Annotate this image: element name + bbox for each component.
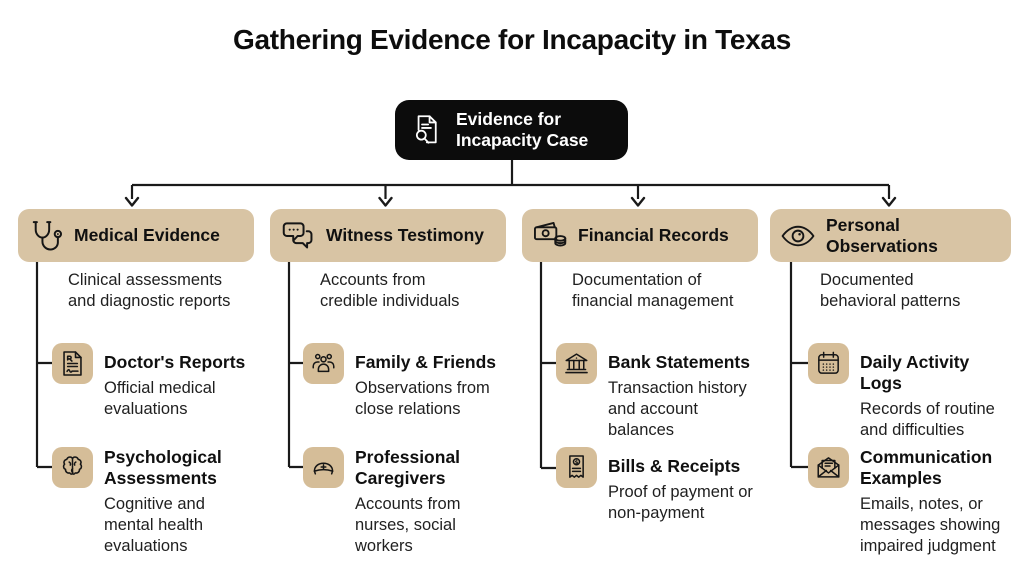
branch-personal-observations: Personal Observations Documented behavio…: [770, 209, 1011, 555]
chat-bubbles-icon: [279, 217, 317, 255]
cash-icon: [531, 217, 569, 255]
bank-icon: [556, 343, 597, 384]
node-description: Records of routine and difficulties: [860, 400, 995, 440]
branch-header-personal-observations: Personal Observations: [770, 209, 1011, 262]
open-envelope-icon: [808, 447, 849, 488]
branch-header-financial-records: Financial Records: [522, 209, 758, 262]
brain-icon: [52, 447, 93, 488]
node-description: Official medical evaluations: [104, 379, 216, 419]
document-search-icon: [411, 112, 444, 148]
nurse-cap-icon: [303, 447, 344, 488]
page-title: Gathering Evidence for Incapacity in Tex…: [233, 24, 791, 55]
node-description: Cognitive and mental health evaluations: [104, 495, 205, 556]
branch-medical-evidence: Medical Evidence Clinical assessments an…: [18, 209, 254, 555]
node-description: Accounts from nurses, social workers: [355, 495, 461, 556]
branch-description: Accounts from credible individuals: [320, 271, 460, 311]
node-daily-activity-logs: Daily Activity Logs Records of routine a…: [808, 343, 1011, 441]
eye-icon: [779, 217, 817, 255]
node-title: Psychological Assessments: [104, 447, 222, 488]
node-title: Communication Examples: [860, 447, 993, 488]
node-title: Professional Caregivers: [355, 447, 461, 488]
branch-financial-records: Financial Records Documentation of finan…: [522, 209, 758, 522]
people-group-icon: [303, 343, 344, 384]
root-node-evidence-for-incapacity-case: Evidence for Incapacity Case: [395, 100, 628, 160]
branch-title: Medical Evidence: [74, 225, 220, 246]
node-psychological-assessments: Psychological Assessments Cognitive and …: [52, 447, 222, 557]
node-description: Observations from close relations: [355, 379, 490, 419]
node-professional-caregivers: Professional Caregivers Accounts from nu…: [303, 447, 506, 557]
node-title: Daily Activity Logs: [860, 352, 970, 393]
branch-title: Personal Observations: [826, 215, 938, 256]
root-node-label: Evidence for Incapacity Case: [456, 108, 589, 150]
node-bills-receipts: $ Bills & Receipts Proof of payment or n…: [556, 447, 753, 524]
stethoscope-icon: [27, 217, 65, 255]
node-communication-examples: Communication Examples Emails, notes, or…: [808, 447, 1000, 557]
node-family-friends: Family & Friends Observations from close…: [303, 343, 496, 420]
branch-title: Witness Testimony: [326, 225, 485, 246]
node-description: Proof of payment or non-payment: [608, 483, 753, 523]
branch-witness-testimony: Witness Testimony Accounts from credible…: [270, 209, 506, 555]
node-description: Transaction history and account balances: [608, 379, 747, 440]
medical-report-icon: [52, 343, 93, 384]
node-description: Emails, notes, or messages showing impai…: [860, 495, 1001, 556]
branch-description: Clinical assessments and diagnostic repo…: [68, 271, 231, 311]
branch-header-witness-testimony: Witness Testimony: [270, 209, 506, 262]
branch-description: Documentation of financial management: [572, 271, 734, 311]
node-bank-statements: Bank Statements Transaction history and …: [556, 343, 758, 441]
node-title: Family & Friends: [355, 352, 497, 372]
svg-text:$: $: [575, 460, 579, 466]
receipt-icon: $: [556, 447, 597, 488]
node-title: Bills & Receipts: [608, 456, 741, 476]
node-doctors-reports: Doctor's Reports Official medical evalua…: [52, 343, 245, 420]
node-title: Doctor's Reports: [104, 352, 246, 372]
node-title: Bank Statements: [608, 352, 750, 372]
branch-header-medical-evidence: Medical Evidence: [18, 209, 254, 262]
branch-title: Financial Records: [578, 225, 729, 246]
branch-description: Documented behavioral patterns: [820, 271, 961, 311]
calendar-icon: [808, 343, 849, 384]
